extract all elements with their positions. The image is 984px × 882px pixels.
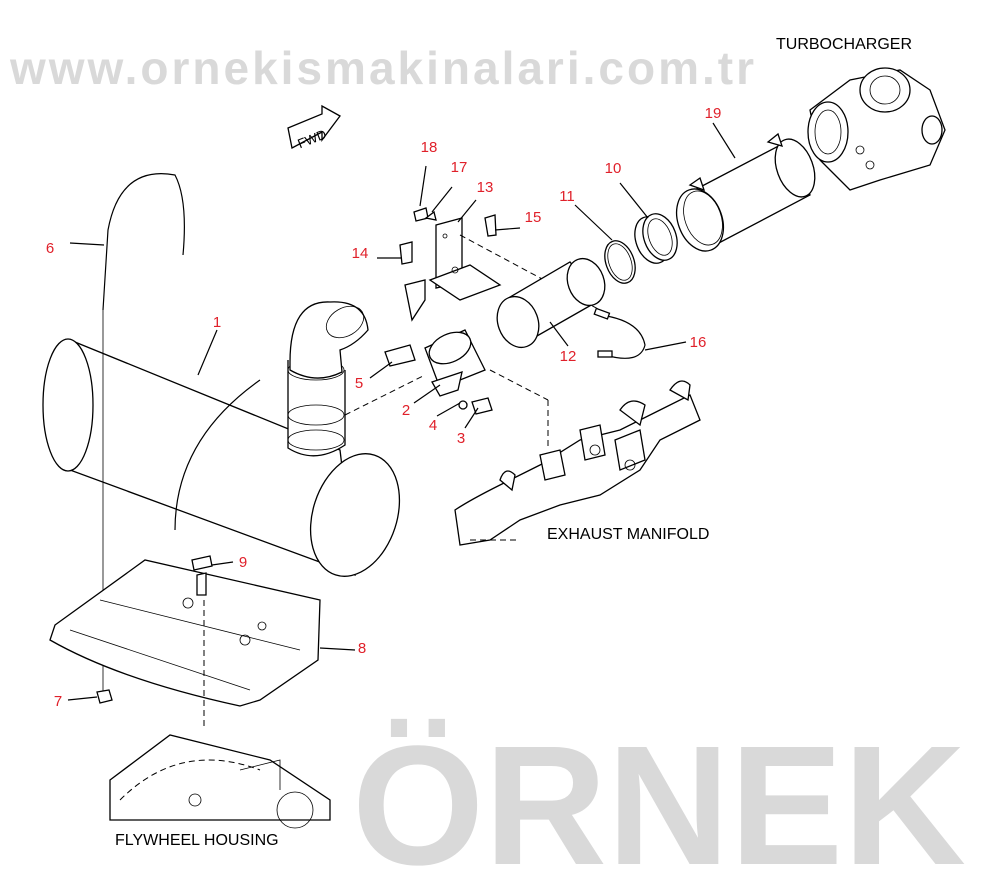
flywheel-housing-caption: FLYWHEEL HOUSING xyxy=(115,832,279,849)
callout-12: 12 xyxy=(560,348,577,365)
callout-1: 1 xyxy=(213,314,221,331)
callout-numbers: 1 2 3 4 5 6 7 8 9 10 11 12 13 14 15 16 1… xyxy=(46,105,722,710)
callout-13: 13 xyxy=(477,179,494,196)
callout-16: 16 xyxy=(690,334,707,351)
callout-9: 9 xyxy=(239,554,247,571)
muffler xyxy=(42,301,401,577)
adapter-tube-19 xyxy=(675,132,816,252)
flywheel-housing xyxy=(109,734,331,829)
callout-3: 3 xyxy=(457,430,465,447)
callout-7: 7 xyxy=(54,693,62,710)
pipe-12 xyxy=(496,257,606,349)
callout-19: 19 xyxy=(705,105,722,122)
callout-18: 18 xyxy=(421,139,438,156)
strap-6 xyxy=(102,173,185,311)
forward-arrow-icon: FWD xyxy=(287,104,341,151)
turbocharger-caption: TURBOCHARGER xyxy=(776,36,912,53)
clamp-10 xyxy=(634,213,678,264)
exhaust-manifold xyxy=(454,380,701,546)
clamp-2 xyxy=(424,329,493,415)
exhaust-manifold-caption: EXHAUST MANIFOLD xyxy=(547,526,709,543)
bracket-13 xyxy=(384,207,502,367)
callout-5: 5 xyxy=(355,375,363,392)
callout-17: 17 xyxy=(451,159,468,176)
nut-7 xyxy=(96,689,113,704)
callout-6: 6 xyxy=(46,240,54,257)
watermark-brand: ÖRNEK xyxy=(352,711,966,882)
callout-11: 11 xyxy=(559,188,575,205)
heat-shield xyxy=(49,555,321,730)
callout-14: 14 xyxy=(352,245,369,262)
seal-ring-11 xyxy=(604,240,636,284)
turbocharger xyxy=(807,67,946,191)
callout-4: 4 xyxy=(429,417,437,434)
watermark-url: www.ornekismakinalari.com.tr xyxy=(9,42,757,94)
hose-16 xyxy=(599,314,646,359)
callout-10: 10 xyxy=(605,160,622,177)
callout-8: 8 xyxy=(358,640,366,657)
callout-2: 2 xyxy=(402,402,410,419)
callout-leaders xyxy=(67,122,736,701)
watermark: www.ornekismakinalari.com.tr ÖRNEK xyxy=(9,42,966,882)
callout-15: 15 xyxy=(525,209,542,226)
